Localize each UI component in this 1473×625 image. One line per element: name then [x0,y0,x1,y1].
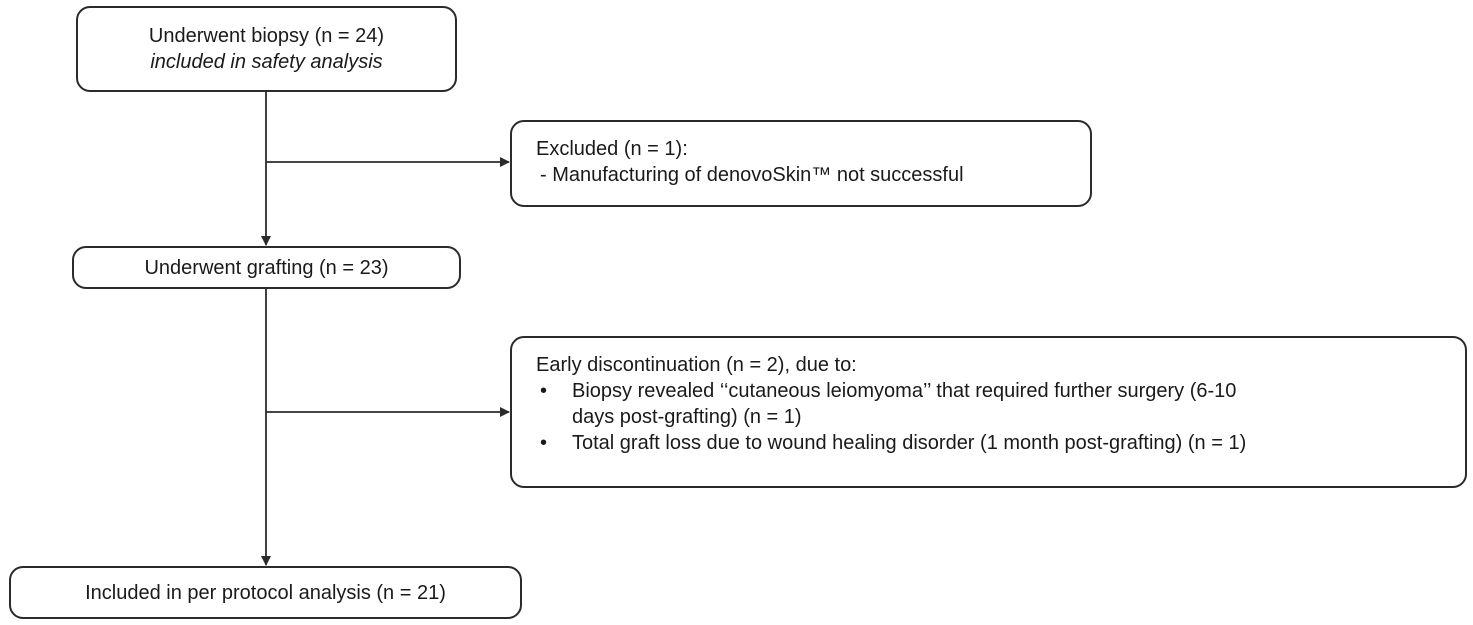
node-protocol-title: Included in per protocol analysis (n = 2… [85,581,446,604]
discontinuation-reason-line: Biopsy revealed ‘‘cutaneous leiomyoma’’ … [572,380,1237,402]
discontinuation-reason-line: days post-grafting) (n = 1) [572,406,802,428]
discontinuation-reasons-list: • Biopsy revealed ‘‘cutaneous leiomyoma’… [536,378,1441,456]
node-biopsy-subtitle: included in safety analysis [150,51,383,73]
node-per-protocol: Included in per protocol analysis (n = 2… [9,566,522,619]
discontinuation-reason-line: Total graft loss due to wound healing di… [572,432,1247,454]
node-discontinuation-title: Early discontinuation (n = 2), due to: [536,354,857,376]
node-underwent-biopsy: Underwent biopsy (n = 24) included in sa… [76,6,457,92]
list-item: • Total graft loss due to wound healing … [536,430,1441,456]
node-excluded-title: Excluded (n = 1): [536,138,688,160]
node-excluded: Excluded (n = 1): - Manufacturing of den… [510,120,1092,207]
bullet-icon: • [540,380,548,402]
node-underwent-grafting: Underwent grafting (n = 23) [72,246,461,289]
node-grafting-title: Underwent grafting (n = 23) [144,256,389,279]
bullet-icon: • [540,432,548,454]
list-item: • Biopsy revealed ‘‘cutaneous leiomyoma’… [536,378,1441,430]
node-excluded-reason: - Manufacturing of denovoSkin™ not succe… [540,164,964,186]
node-biopsy-title: Underwent biopsy (n = 24) [148,25,385,47]
node-early-discontinuation: Early discontinuation (n = 2), due to: •… [510,336,1467,488]
